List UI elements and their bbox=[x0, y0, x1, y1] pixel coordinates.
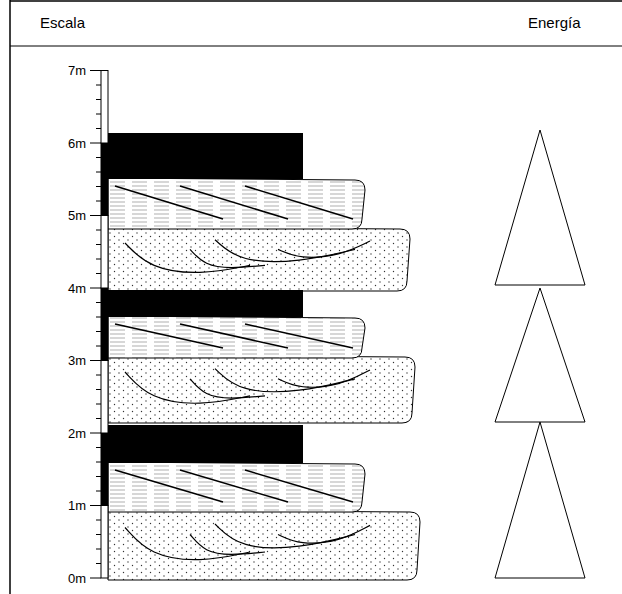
scale-label: 7m bbox=[68, 64, 86, 77]
planar-cross-bed bbox=[180, 470, 288, 502]
scale-tick bbox=[90, 360, 101, 361]
planar-cross-bed bbox=[245, 470, 353, 502]
scale-label: 2m bbox=[68, 427, 86, 440]
planar-cross-bed bbox=[180, 324, 288, 348]
planar-cross-bed bbox=[245, 324, 353, 348]
scale-segment bbox=[101, 506, 108, 579]
scale-tick bbox=[90, 215, 101, 216]
scale-tick bbox=[90, 70, 101, 71]
header-line bbox=[10, 46, 622, 47]
scale-tick bbox=[96, 563, 101, 564]
scale-tick bbox=[90, 505, 101, 506]
coal-bed bbox=[108, 133, 303, 179]
energy-triangle bbox=[495, 130, 585, 285]
planar-cross-bed bbox=[115, 470, 223, 502]
scale-tick bbox=[96, 447, 101, 448]
scale-tick bbox=[96, 462, 101, 463]
scale-tick bbox=[96, 418, 101, 419]
scale-tick bbox=[96, 172, 101, 173]
scale-tick bbox=[96, 317, 101, 318]
frame-line bbox=[10, 0, 622, 2]
scale-tick bbox=[96, 520, 101, 521]
scale-label: 4m bbox=[68, 282, 86, 295]
laminated-bed bbox=[108, 462, 365, 512]
column-header: Energía bbox=[528, 15, 581, 30]
scale-tick bbox=[96, 534, 101, 535]
trough-cross-bed bbox=[278, 525, 370, 543]
scale-tick bbox=[96, 331, 101, 332]
trough-cross-bed bbox=[190, 535, 265, 555]
scale-label: 1m bbox=[68, 499, 86, 512]
coal-bed bbox=[108, 290, 303, 317]
scale-segment bbox=[101, 433, 108, 506]
scale-tick bbox=[96, 259, 101, 260]
scale-tick bbox=[96, 273, 101, 274]
scale-tick bbox=[96, 389, 101, 390]
trough-cross-bed bbox=[278, 241, 370, 257]
trough-cross-bed bbox=[190, 379, 265, 398]
scale-tick bbox=[96, 476, 101, 477]
energy-triangle bbox=[495, 422, 585, 578]
scale-tick bbox=[96, 157, 101, 158]
scale-tick bbox=[96, 491, 101, 492]
scale-tick bbox=[90, 143, 101, 144]
scale-label: 5m bbox=[68, 209, 86, 222]
scale-tick bbox=[96, 346, 101, 347]
coal-bed bbox=[108, 425, 303, 463]
scale-tick bbox=[96, 302, 101, 303]
sandstone-bed bbox=[108, 510, 420, 580]
scale-tick bbox=[90, 433, 101, 434]
scale-tick bbox=[96, 99, 101, 100]
scale-tick bbox=[96, 186, 101, 187]
trough-cross-bed bbox=[215, 369, 355, 392]
scale-segment bbox=[101, 216, 108, 289]
scale-tick bbox=[96, 404, 101, 405]
laminated-bed bbox=[108, 316, 365, 358]
scale-label: 3m bbox=[68, 354, 86, 367]
energy-triangle bbox=[495, 288, 585, 422]
scale-tick bbox=[96, 230, 101, 231]
laminated-bed bbox=[108, 178, 365, 229]
trough-cross-bed bbox=[278, 370, 370, 387]
scale-tick bbox=[96, 549, 101, 550]
planar-cross-bed bbox=[115, 186, 223, 219]
planar-cross-bed bbox=[115, 324, 223, 348]
trough-cross-bed bbox=[190, 249, 265, 267]
column-header: Escala bbox=[40, 15, 85, 30]
frame-line bbox=[9, 0, 11, 594]
scale-segment bbox=[101, 288, 108, 361]
trough-cross-bed bbox=[215, 240, 355, 262]
scale-label: 0m bbox=[68, 572, 86, 585]
scale-tick bbox=[96, 375, 101, 376]
planar-cross-bed bbox=[245, 186, 353, 219]
scale-label: 6m bbox=[68, 137, 86, 150]
scale-segment bbox=[101, 361, 108, 434]
scale-tick bbox=[96, 244, 101, 245]
scale-tick bbox=[96, 114, 101, 115]
scale-segment bbox=[101, 71, 108, 144]
scale-tick bbox=[96, 85, 101, 86]
scale-tick bbox=[90, 288, 101, 289]
scale-tick bbox=[90, 578, 101, 579]
sandstone-bed bbox=[108, 355, 415, 423]
scale-tick bbox=[96, 128, 101, 129]
scale-segment bbox=[101, 143, 108, 216]
planar-cross-bed bbox=[180, 186, 288, 219]
sandstone-bed bbox=[108, 227, 410, 291]
trough-cross-bed bbox=[215, 524, 355, 548]
scale-tick bbox=[96, 201, 101, 202]
